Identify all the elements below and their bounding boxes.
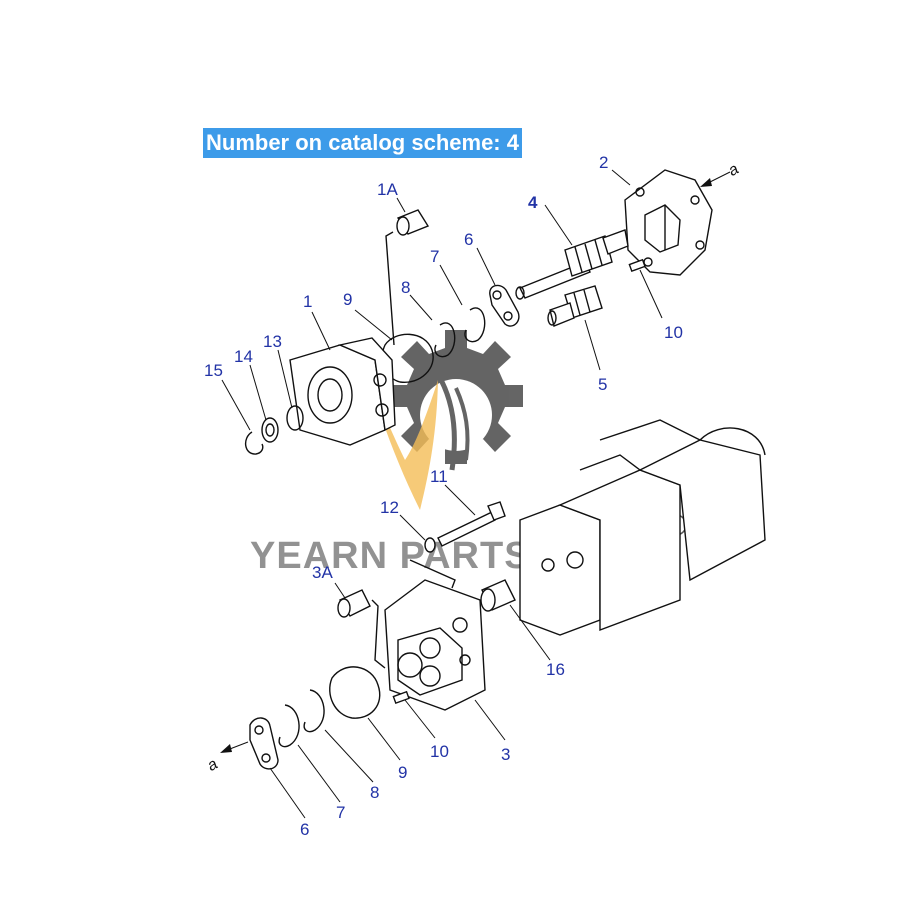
callout-1: 1: [303, 292, 312, 311]
part-16-bushing: [480, 579, 516, 612]
part-1-body: [289, 337, 396, 446]
callout-labels: 1A 2 4 6 7 8 9 1 13 14 15 10 5 11 12 3A …: [204, 153, 683, 839]
callout-3A: 3A: [312, 563, 333, 582]
callout-7-lower: 7: [336, 803, 345, 822]
callout-12: 12: [380, 498, 399, 517]
part-3A-bushing: [337, 589, 371, 618]
part-3-housing: [384, 579, 486, 711]
part-15-clip: [245, 431, 264, 455]
part-14-bearing: [261, 417, 279, 443]
callout-16: 16: [546, 660, 565, 679]
leader-3A-path: [371, 599, 386, 669]
part-8-ring-upper: [434, 322, 456, 358]
watermark-text: YEARN PARTS: [250, 535, 531, 577]
pump-assembly: [519, 419, 766, 636]
callout-6-upper: 6: [464, 230, 473, 249]
part-8-ring-lower: [303, 689, 325, 733]
part-10-pin-upper: [628, 258, 646, 273]
part-11-bolt: [437, 501, 506, 547]
callout-13: 13: [263, 332, 282, 351]
arrow-a-top: a: [700, 161, 742, 187]
svg-text:a: a: [205, 756, 221, 775]
part-7-ring-lower: [278, 704, 300, 748]
callout-10-upper: 10: [664, 323, 683, 342]
watermark-logo: [372, 330, 523, 510]
catalog-scheme-banner: Number on catalog scheme: 4: [203, 128, 522, 158]
callout-14: 14: [234, 347, 253, 366]
callout-8-lower: 8: [370, 783, 379, 802]
leader-12-path: [409, 559, 456, 589]
leader-lines: [221, 169, 663, 819]
part-5-gear: [547, 285, 603, 327]
part-7-ring-upper: [464, 307, 486, 343]
part-6-plate-lower: [249, 717, 279, 770]
part-4-shaft: [515, 229, 629, 300]
part-12-washer: [424, 537, 436, 553]
callout-6-lower: 6: [300, 820, 309, 839]
arrow-a-bottom: a: [205, 741, 249, 775]
callout-9-lower: 9: [398, 763, 407, 782]
callout-8-upper: 8: [401, 278, 410, 297]
part-1A-bushing: [396, 209, 430, 236]
leader-1A-path: [385, 231, 395, 346]
callout-11: 11: [430, 467, 448, 486]
callout-3: 3: [501, 745, 510, 764]
watermark-swoosh-icon: [372, 380, 438, 510]
callout-1A: 1A: [377, 180, 398, 199]
callout-9-upper: 9: [343, 290, 352, 309]
part-13-ring: [286, 405, 304, 431]
part-9-gasket-lower: [329, 666, 381, 719]
svg-text:a: a: [726, 161, 742, 180]
callout-15: 15: [204, 361, 223, 380]
callout-5: 5: [598, 375, 607, 394]
callout-7-upper: 7: [430, 247, 439, 266]
callout-10-lower: 10: [430, 742, 449, 761]
callout-2: 2: [599, 153, 608, 172]
part-6-plate-upper: [489, 284, 520, 327]
part-2-cover: [624, 169, 713, 276]
callout-4: 4: [528, 193, 538, 212]
part-10-pin-lower: [392, 690, 410, 705]
